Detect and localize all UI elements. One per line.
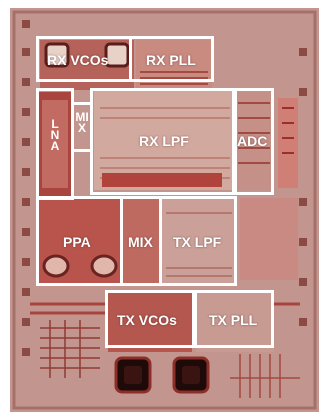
tx-lpf-label: TX LPF: [173, 234, 221, 250]
tx-mix-label: MIX: [128, 234, 153, 250]
lna-label: LNA: [48, 119, 62, 152]
adc-label: ADC: [237, 133, 267, 149]
tx-vcos-block: TX VCOs: [105, 290, 195, 348]
tx-pll-block: TX PLL: [194, 290, 274, 348]
rx-pll-label: RX PLL: [146, 52, 196, 68]
rx-lpf-label: RX LPF: [139, 133, 189, 149]
rx-pll-block: RX PLL: [129, 36, 214, 82]
ppa-label: PPA: [63, 234, 91, 250]
tx-mix-block: MIX: [120, 196, 162, 286]
chip-die-micrograph: RX VCOs RX PLL LNA MIX RX LPF ADC PPA MI…: [10, 8, 319, 412]
tx-vcos-label: TX VCOs: [117, 312, 177, 328]
ppa-block: PPA: [36, 196, 123, 286]
rx-lpf-block: RX LPF: [90, 88, 237, 195]
lna-block: LNA: [36, 88, 74, 200]
rx-mix-label: MIX: [75, 112, 89, 134]
adc-block: ADC: [232, 88, 274, 195]
rx-vcos-block: RX VCOs: [36, 36, 132, 82]
tx-pll-label: TX PLL: [209, 312, 257, 328]
rx-vcos-label: RX VCOs: [47, 52, 108, 68]
tx-lpf-block: TX LPF: [159, 196, 237, 286]
